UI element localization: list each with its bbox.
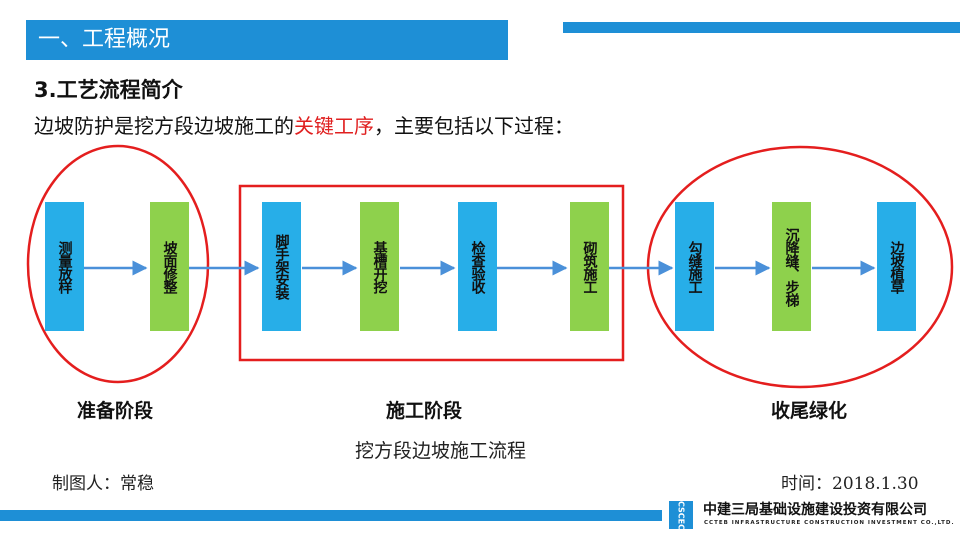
intro-highlight: 关键工序 <box>294 114 374 138</box>
bottom-decor-stripe <box>0 510 662 521</box>
step-trench: 基槽开挖 <box>360 202 399 331</box>
diagram-caption: 挖方段边坡施工流程 <box>355 440 527 462</box>
step-pointing: 勾缝施工 <box>675 202 714 331</box>
company-logo: CSCEC <box>669 501 693 530</box>
phase-label-prep: 准备阶段 <box>77 400 154 422</box>
author-text: 制图人：常稳 <box>52 474 154 494</box>
phase-label-finish: 收尾绿化 <box>771 400 848 422</box>
step-slope-trim: 坡面修整 <box>150 202 189 331</box>
intro-before: 边坡防护是挖方段边坡施工的 <box>34 114 294 138</box>
company-name-cn: 中建三局基础设施建设投资有限公司 <box>703 502 927 518</box>
phase-rect-construction <box>238 184 625 362</box>
top-decor-stripe <box>563 22 960 33</box>
heading: 3.工艺流程简介 <box>34 78 183 102</box>
intro-text: 边坡防护是挖方段边坡施工的关键工序，主要包括以下过程： <box>34 110 574 139</box>
company-name-en: CCTEB INFRASTRUCTURE CONSTRUCTION INVEST… <box>704 520 955 526</box>
phase-ellipse-prep <box>26 144 210 384</box>
step-survey: 测量放样 <box>45 202 84 331</box>
intro-after: ，主要包括以下过程： <box>374 114 574 138</box>
step-joints-stairs: 沉降缝、步梯 <box>772 202 811 331</box>
step-inspection: 检查验收 <box>458 202 497 331</box>
section-title-bar: 一、工程概况 <box>26 20 508 60</box>
step-masonry: 砌筑施工 <box>570 202 609 331</box>
step-grass: 边坡植草 <box>877 202 916 331</box>
date-text: 时间：2018.1.30 <box>781 474 919 494</box>
step-scaffold: 脚手架安装 <box>262 202 301 331</box>
phase-label-construction: 施工阶段 <box>386 400 463 422</box>
